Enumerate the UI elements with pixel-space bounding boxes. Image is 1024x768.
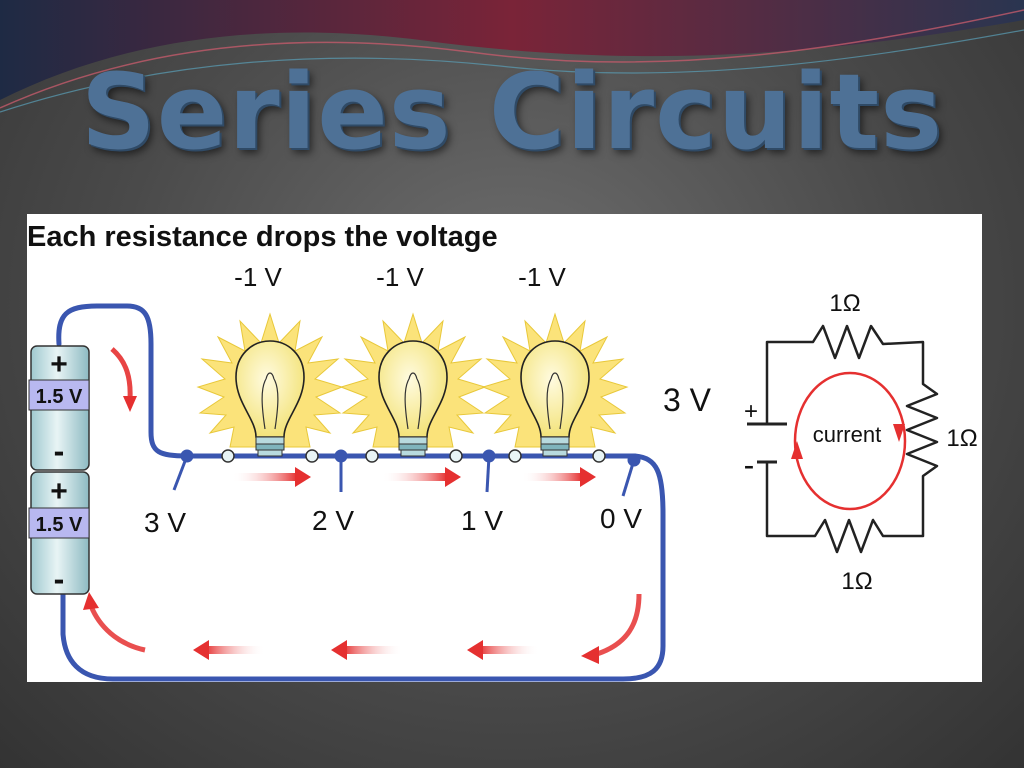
bulb-1 bbox=[197, 313, 343, 457]
battery-top-label: 1.5 V bbox=[36, 386, 83, 408]
voltage-probes bbox=[172, 449, 641, 497]
schematic-minus-sign: - bbox=[744, 447, 755, 483]
schematic-source-voltage: 3 V bbox=[663, 382, 712, 418]
current-loop bbox=[793, 371, 907, 511]
node-voltage-1: 3 V bbox=[144, 507, 186, 538]
battery-bottom: + 1.5 V - bbox=[28, 471, 90, 597]
node-voltage-4: 0 V bbox=[600, 503, 642, 534]
battery-bottom-label: 1.5 V bbox=[36, 514, 83, 536]
bulb-2 bbox=[340, 313, 486, 457]
battery-bottom-minus: - bbox=[54, 561, 65, 597]
current-flow-arrows bbox=[83, 347, 642, 664]
node-voltage-2: 2 V bbox=[312, 505, 354, 536]
slide-title: Series Circuits bbox=[80, 51, 944, 173]
battery-top-plus: + bbox=[50, 348, 68, 381]
bulb-3-drop-label: -1 V bbox=[518, 262, 566, 292]
resistor-right-label: 1Ω bbox=[946, 425, 977, 452]
battery-bottom-plus: + bbox=[50, 475, 68, 508]
schematic-plus-sign: + bbox=[744, 398, 758, 425]
bulb-2-drop-label: -1 V bbox=[376, 262, 424, 292]
series-schematic: 3 V + - current 1Ω 1Ω 1Ω bbox=[663, 290, 978, 595]
resistor-top-label: 1Ω bbox=[829, 290, 860, 317]
bulb-terminals bbox=[221, 449, 606, 463]
resistor-bottom-label: 1Ω bbox=[841, 568, 872, 595]
title-swoosh-decoration bbox=[0, 0, 1024, 113]
bulb-1-drop-label: -1 V bbox=[234, 262, 282, 292]
battery-top-minus: - bbox=[54, 433, 65, 469]
bulb-3 bbox=[482, 313, 628, 457]
battery-top: + 1.5 V - bbox=[28, 345, 90, 471]
schematic-current-label: current bbox=[813, 422, 881, 447]
diagram-heading: Each resistance drops the voltage bbox=[27, 221, 498, 253]
node-voltage-3: 1 V bbox=[461, 505, 503, 536]
circuit-diagram-panel: Each resistance drops the voltage + 1.5 … bbox=[27, 214, 982, 682]
